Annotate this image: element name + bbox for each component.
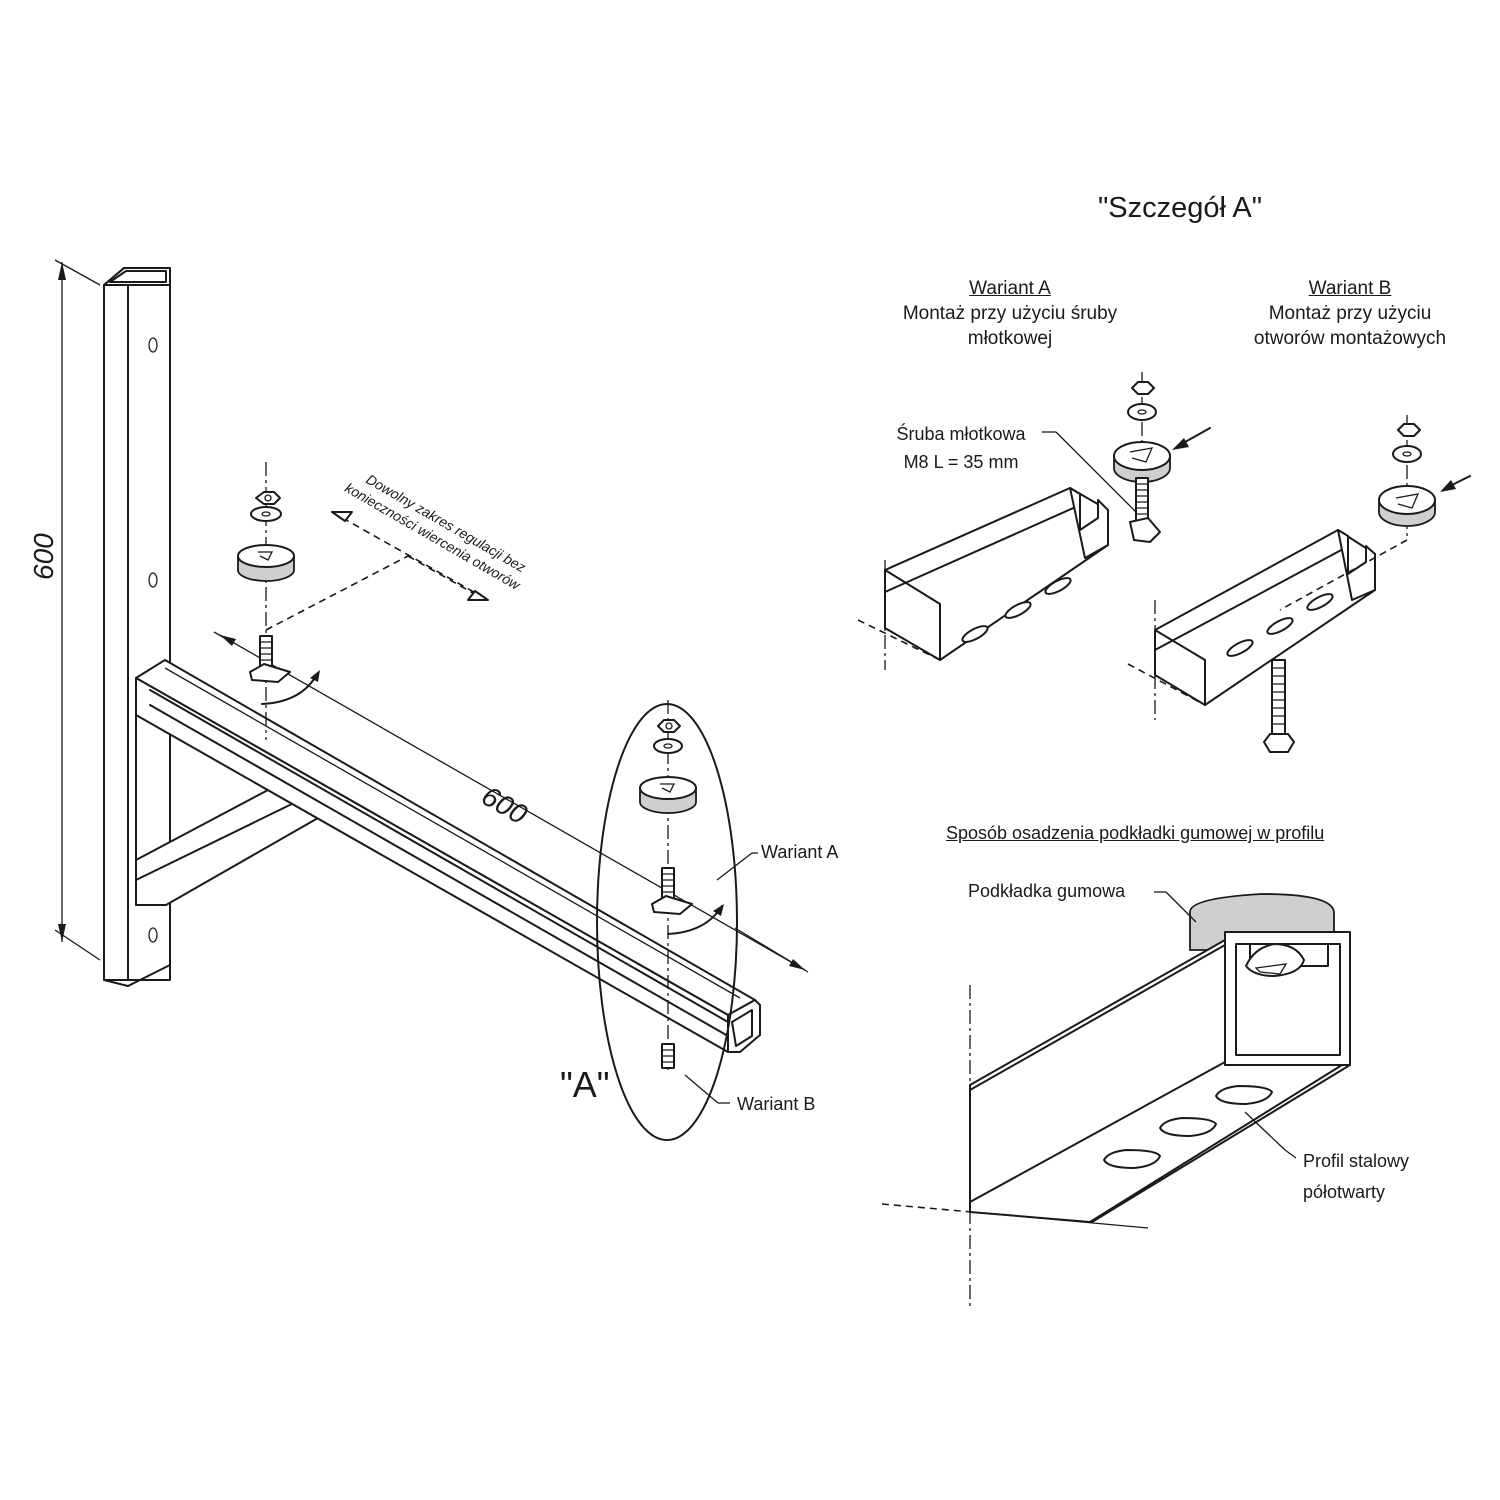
label-variant-b-main: Wariant B xyxy=(737,1094,816,1114)
length-dimension xyxy=(213,631,809,973)
variant-a-caption: Wariant A Montaż przy użyciu śruby młotk… xyxy=(880,276,1140,351)
variant-b-heading: Wariant B xyxy=(1308,278,1392,299)
adjust-arrow xyxy=(331,511,489,601)
seating-title: Sposób osadzenia podkładki gumowej w pro… xyxy=(946,823,1325,843)
detail-title: "Szczegół A" xyxy=(1098,192,1263,224)
bolt-label: Śruba młotkowa M8 L = 35 mm xyxy=(876,420,1046,476)
profile-label-line1: Profil stalowy xyxy=(1303,1151,1410,1171)
variant-a-drawing xyxy=(857,372,1211,670)
variant-a-desc-line1: Montaż przy użyciu śruby xyxy=(902,303,1118,324)
variant-a-heading: Wariant A xyxy=(969,278,1051,299)
variant-b-caption: Wariant B Montaż przy użyciu otworów mon… xyxy=(1230,276,1470,351)
variant-b-drawing xyxy=(1127,415,1471,753)
right-assembly xyxy=(596,700,758,1141)
height-dimension-label: 600 xyxy=(28,533,59,580)
bolt-label-line1: Śruba młotkowa xyxy=(896,424,1026,444)
label-variant-a-main: Wariant A xyxy=(761,842,839,862)
variant-a-desc-line2: młotkowej xyxy=(967,328,1053,349)
profile-label: Profil stalowy półotwarty xyxy=(1303,1146,1409,1208)
seating-drawing xyxy=(881,891,1351,1310)
horizontal-arm xyxy=(135,659,761,1053)
pad-label: Podkładka gumowa xyxy=(968,881,1126,901)
bolt-label-line2: M8 L = 35 mm xyxy=(903,452,1019,472)
height-dimension xyxy=(54,259,101,961)
variant-b-desc-line1: Montaż przy użyciu xyxy=(1268,303,1432,324)
left-assembly xyxy=(237,462,479,740)
profile-label-line2: półotwarty xyxy=(1303,1182,1386,1202)
variant-b-desc-line2: otworów montażowych xyxy=(1253,328,1447,349)
detail-marker: "A" xyxy=(560,1064,610,1105)
